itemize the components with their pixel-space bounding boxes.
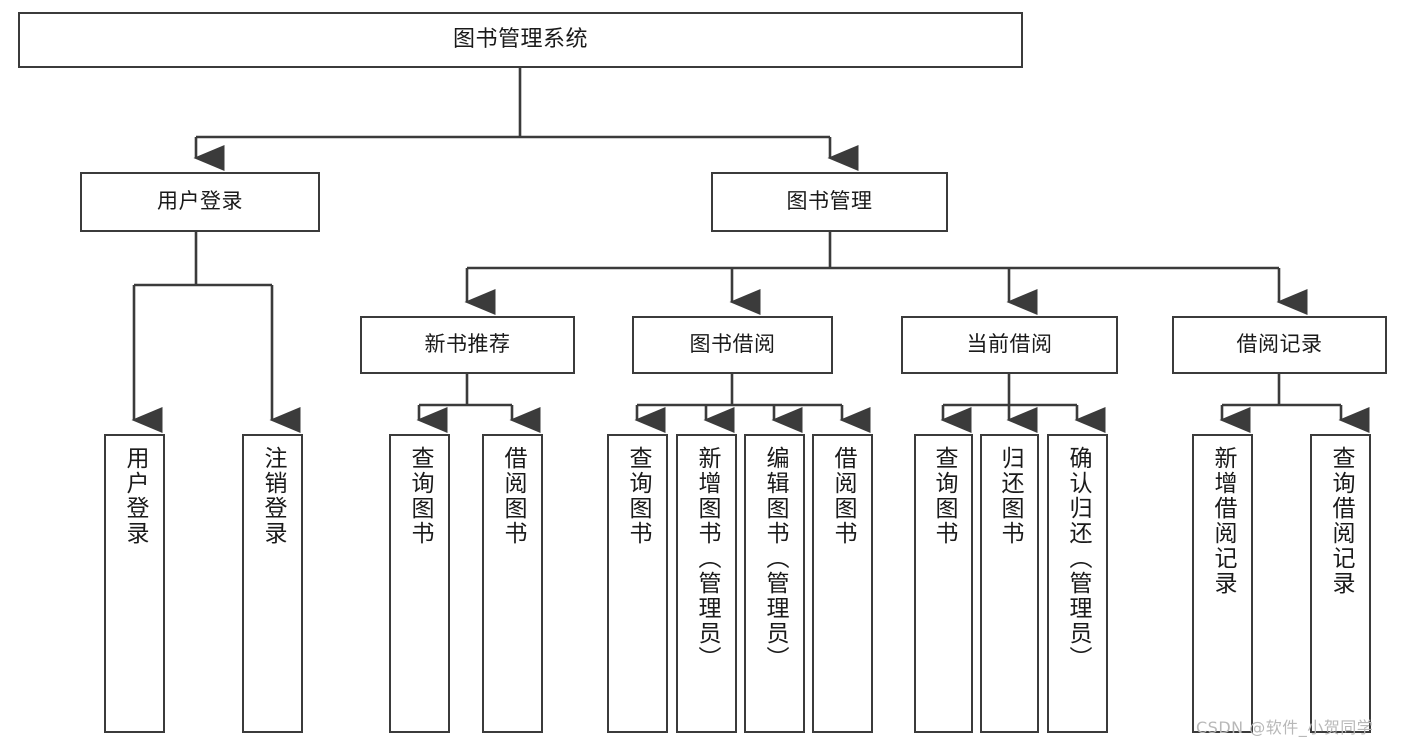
node-book-borrow[interactable]: 图书借阅: [632, 316, 833, 374]
leaf-query-book-borrow[interactable]: 查询图书: [607, 434, 668, 733]
node-label: 注销登录: [260, 446, 286, 546]
node-label: 当前借阅: [966, 332, 1053, 357]
leaf-confirm-return-admin[interactable]: 确认归还（管理员）: [1047, 434, 1108, 733]
leaf-user-login[interactable]: 用户登录: [104, 434, 165, 733]
node-book-management[interactable]: 图书管理: [711, 172, 948, 232]
watermark: CSDN @软件_小贺同学: [1196, 718, 1374, 737]
node-label: 用户登录: [122, 446, 148, 546]
node-label: 查询图书: [625, 446, 651, 546]
node-root-book-management-system[interactable]: 图书管理系统: [18, 12, 1023, 68]
node-new-book-recommend[interactable]: 新书推荐: [360, 316, 575, 374]
node-label: 查询借阅记录: [1328, 446, 1354, 596]
node-label: 新书推荐: [424, 332, 511, 357]
node-label: 图书借阅: [689, 332, 776, 357]
node-label: 借阅记录: [1236, 332, 1323, 357]
node-label: 编辑图书（管理员）: [762, 446, 788, 671]
node-borrow-record[interactable]: 借阅记录: [1172, 316, 1387, 374]
node-label: 查询图书: [407, 446, 433, 546]
node-label: 用户登录: [157, 189, 243, 214]
leaf-add-book-admin[interactable]: 新增图书（管理员）: [676, 434, 737, 733]
leaf-return-book[interactable]: 归还图书: [980, 434, 1039, 733]
node-label: 查询图书: [931, 446, 957, 546]
node-label: 借阅图书: [500, 446, 526, 546]
node-current-borrow[interactable]: 当前借阅: [901, 316, 1118, 374]
node-user-login[interactable]: 用户登录: [80, 172, 320, 232]
node-label: 归还图书: [997, 446, 1023, 546]
leaf-query-borrow-record[interactable]: 查询借阅记录: [1310, 434, 1371, 733]
node-label: 新增图书（管理员）: [694, 446, 720, 671]
node-label: 借阅图书: [830, 446, 856, 546]
leaf-logout[interactable]: 注销登录: [242, 434, 303, 733]
leaf-borrow-book[interactable]: 借阅图书: [812, 434, 873, 733]
leaf-edit-book-admin[interactable]: 编辑图书（管理员）: [744, 434, 805, 733]
node-label: 图书管理系统: [452, 26, 588, 52]
leaf-add-borrow-record[interactable]: 新增借阅记录: [1192, 434, 1253, 733]
leaf-borrow-book-recommend[interactable]: 借阅图书: [482, 434, 543, 733]
leaf-query-book-current[interactable]: 查询图书: [914, 434, 973, 733]
node-label: 新增借阅记录: [1210, 446, 1236, 596]
node-label: 确认归还（管理员）: [1065, 446, 1091, 671]
leaf-query-book-recommend[interactable]: 查询图书: [389, 434, 450, 733]
node-label: 图书管理: [786, 189, 873, 214]
